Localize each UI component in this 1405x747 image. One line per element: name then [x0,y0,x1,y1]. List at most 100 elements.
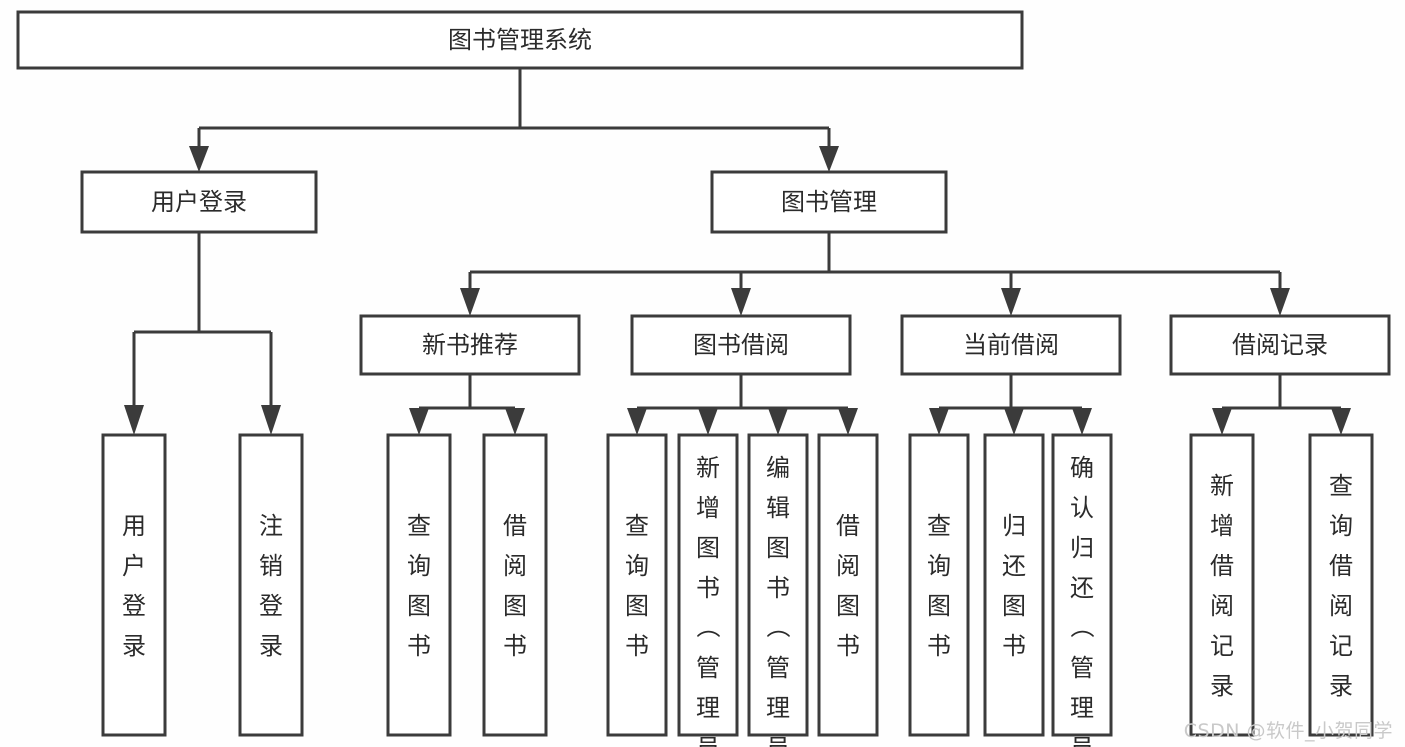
label-char: 图 [696,534,720,562]
node-leaf-return-book[interactable]: 归还图书 [983,433,1045,737]
node-leaf-edit-book-admin[interactable]: 编辑图书（管理员） [747,433,809,747]
node-borrow-record[interactable]: 借阅记录 [1169,314,1391,376]
label-char: 查 [1329,472,1353,500]
node-book-management-box[interactable] [710,170,948,234]
label-char: 书 [625,632,649,660]
label-char: 书 [836,632,860,660]
label-char: 理 [1070,694,1094,722]
label-char: 书 [407,632,431,660]
arrow-head-leaf-add-borrow-record [1212,408,1232,435]
arrow-head-book-borrow [731,288,751,316]
arrow-head-leaf-query-borrow-record [1331,408,1351,435]
node-leaf-confirm-return-admin-box[interactable] [1051,433,1113,737]
node-book-borrow-box[interactable] [630,314,852,376]
label-char: 录 [259,632,283,660]
label-char: 销 [259,552,283,580]
node-book-borrow[interactable]: 图书借阅 [630,314,852,376]
label-char: 书 [927,632,951,660]
arrow-head-current-borrow [1001,288,1021,316]
arrow-head-leaf-query-book-borrow [627,408,647,435]
node-leaf-query-book-borrow[interactable]: 查询图书 [606,433,668,737]
label-char: （ [696,614,720,642]
label-char: 辑 [766,494,790,522]
node-leaf-query-borrow-record[interactable]: 查询借阅记录 [1308,433,1374,737]
node-leaf-query-book-current[interactable]: 查询图书 [908,433,970,737]
node-leaf-borrow-book-borrow[interactable]: 借阅图书 [817,433,879,737]
node-leaf-confirm-return-admin[interactable]: 确认归还（管理员） [1051,433,1113,747]
node-user-login-label: 用户登录 [151,188,247,216]
node-leaf-edit-book-admin-box[interactable] [747,433,809,737]
connector-group-root [189,68,839,172]
node-leaf-borrow-book-recommend[interactable]: 借阅图书 [482,433,548,737]
node-leaf-query-borrow-record-box[interactable] [1308,433,1374,737]
node-leaf-add-book-admin-label: 新增图书（管理员） [696,454,720,747]
node-leaf-add-book-admin[interactable]: 新增图书（管理员） [677,433,739,747]
node-leaf-query-book-recommend-box[interactable] [386,433,452,737]
label-char: 书 [1002,632,1026,660]
label-char: 用 [122,512,146,540]
node-leaf-user-login[interactable]: 用户登录 [101,433,167,737]
node-leaf-logout-label: 注销登录 [259,512,283,660]
node-borrow-record-box[interactable] [1169,314,1391,376]
arrow-head-leaf-add-book-admin [698,408,718,435]
node-leaf-borrow-book-borrow-box[interactable] [817,433,879,737]
label-char: 图 [503,592,527,620]
node-leaf-add-borrow-record[interactable]: 新增借阅记录 [1189,433,1255,737]
label-char: 员 [696,734,720,747]
label-char: 确 [1070,454,1094,482]
node-leaf-query-book-current-box[interactable] [908,433,970,737]
node-new-book-recommend-box[interactable] [359,314,581,376]
arrow-head-leaf-query-book-recommend [409,408,429,435]
node-leaf-logout-box[interactable] [238,433,304,737]
node-leaf-return-book-box[interactable] [983,433,1045,737]
label-char: 理 [696,694,720,722]
label-char: 增 [1210,512,1234,540]
node-book-borrow-label: 图书借阅 [693,331,789,359]
node-leaf-user-login-box[interactable] [101,433,167,737]
label-char: 户 [122,552,146,580]
node-current-borrow-box[interactable] [900,314,1122,376]
label-char: 查 [407,512,431,540]
label-char: （ [1070,614,1094,642]
label-char: 询 [927,552,951,580]
label-char: 图 [927,592,951,620]
label-char: 借 [503,512,527,540]
label-char: 还 [1070,574,1094,602]
node-leaf-query-book-recommend[interactable]: 查询图书 [386,433,452,737]
node-leaf-logout[interactable]: 注销登录 [238,433,304,737]
node-user-login-box[interactable] [80,170,318,234]
node-book-management[interactable]: 图书管理 [710,170,948,234]
label-char: 员 [766,734,790,747]
label-char: 图 [836,592,860,620]
label-char: 书 [503,632,527,660]
label-char: 借 [1210,552,1234,580]
node-root[interactable]: 图书管理系统 [16,10,1024,70]
leaf-node-layer: 用户登录注销登录查询图书借阅图书查询图书新增图书（管理员）编辑图书（管理员）借阅… [101,433,1374,747]
label-char: 增 [696,494,720,522]
node-leaf-add-borrow-record-box[interactable] [1189,433,1255,737]
label-char: 借 [1329,552,1353,580]
label-char: 理 [766,694,790,722]
csdn-watermark: CSDN @软件_小贺同学 [1183,720,1393,742]
label-char: 图 [766,534,790,562]
node-leaf-borrow-book-recommend-box[interactable] [482,433,548,737]
label-char: 录 [122,632,146,660]
node-new-book-recommend[interactable]: 新书推荐 [359,314,581,376]
node-new-book-recommend-label: 新书推荐 [422,331,518,359]
node-leaf-add-book-admin-box[interactable] [677,433,739,737]
label-char: 归 [1002,512,1026,540]
label-char: 查 [625,512,649,540]
node-root-box[interactable] [16,10,1024,70]
node-root-label: 图书管理系统 [448,26,592,54]
node-current-borrow[interactable]: 当前借阅 [900,314,1122,376]
node-user-login[interactable]: 用户登录 [80,170,318,234]
node-leaf-query-book-borrow-box[interactable] [606,433,668,737]
label-char: 询 [407,552,431,580]
node-leaf-query-book-recommend-label: 查询图书 [407,512,431,660]
label-char: 询 [625,552,649,580]
label-char: 记 [1329,632,1353,660]
label-char: 查 [927,512,951,540]
label-char: 阅 [836,552,860,580]
